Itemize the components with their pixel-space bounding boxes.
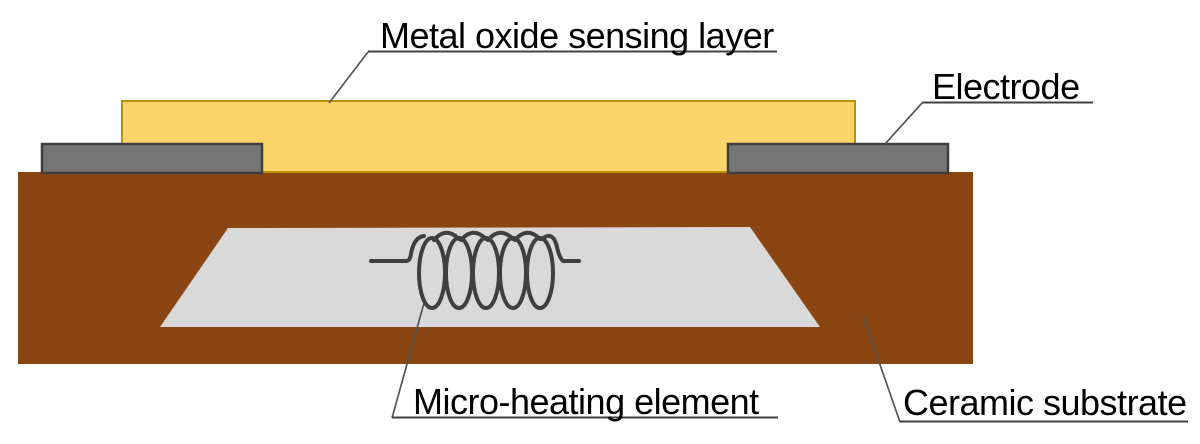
right-electrode-shape bbox=[726, 142, 950, 175]
inductor-coil-icon bbox=[369, 230, 581, 310]
sensing-layer-label: Metal oxide sensing layer bbox=[380, 15, 774, 56]
electrode-label: Electrode bbox=[932, 66, 1080, 107]
electrode-leader-line bbox=[884, 102, 923, 145]
micro-heating-leader-line bbox=[391, 302, 425, 419]
heater-plate-shape bbox=[160, 227, 820, 327]
sensing-layer-leader-line bbox=[328, 51, 369, 104]
micro-heating-label: Micro-heating element bbox=[413, 381, 759, 422]
left-electrode-shape bbox=[40, 142, 264, 175]
ceramic-substrate-leader-line bbox=[862, 315, 901, 423]
ceramic-substrate-label: Ceramic substrate bbox=[903, 382, 1187, 423]
